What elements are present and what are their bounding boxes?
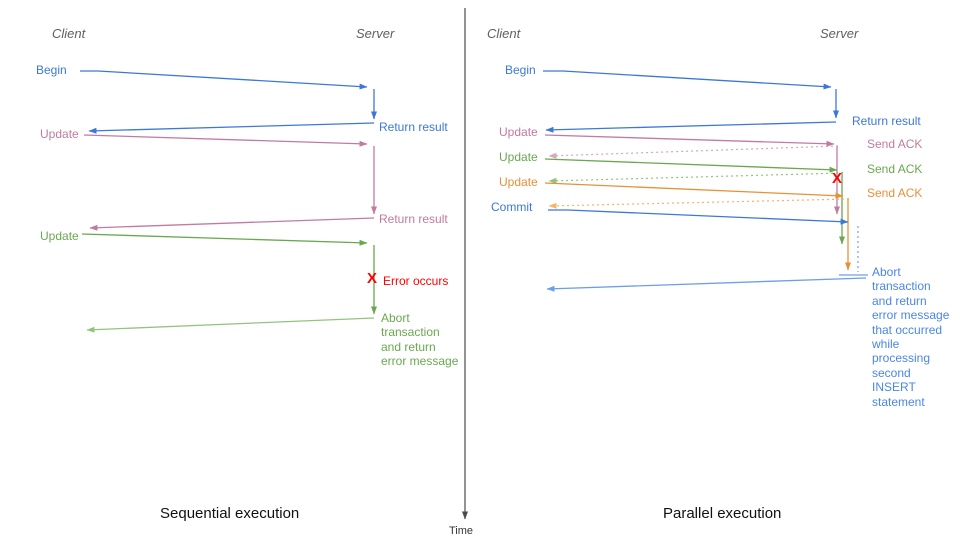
par-abort-return-arrow [546, 277, 867, 292]
par-update-2-label: Update [499, 150, 538, 164]
seq-return-result-1-label: Return result [379, 120, 448, 134]
par-send-ack-2-label: Send ACK [867, 162, 923, 176]
par-commit-request-arrow [548, 209, 849, 225]
seq-begin-label: Begin [36, 63, 67, 77]
par-update-2-request-arrow [544, 158, 838, 173]
seq-server-header: Server [356, 26, 395, 41]
seq-abort-message-label: Abort transaction and return error messa… [381, 311, 459, 369]
par-server-header: Server [820, 26, 859, 41]
seq-update-1-request-arrow [83, 134, 368, 147]
seq-begin-request-arrow [80, 70, 368, 90]
par-return-result-arrow [545, 121, 837, 133]
par-ack-2-dotted-arrow [548, 172, 844, 184]
par-begin-label: Begin [505, 63, 536, 77]
par-begin-request-arrow [543, 70, 832, 90]
seq-panel-title: Sequential execution [160, 505, 300, 522]
par-return-result-label: Return result [852, 114, 921, 128]
par-commit-label: Commit [491, 200, 533, 214]
par-client-header: Client [487, 26, 521, 41]
par-update-1-label: Update [499, 125, 538, 139]
par-panel-title: Parallel execution [663, 505, 782, 522]
seq-return-result-2-label: Return result [379, 212, 448, 226]
seq-error-occurs-label: Error occurs [383, 274, 449, 288]
seq-update-2-label: Update [40, 229, 79, 243]
seq-error-x-mark: X [367, 270, 378, 287]
par-ack-1-dotted-arrow [548, 145, 839, 159]
par-send-ack-3-label: Send ACK [867, 186, 923, 200]
seq-client-header: Client [52, 26, 86, 41]
par-error-x-mark: X [832, 170, 843, 187]
seq-return-result-2-arrow [89, 217, 375, 231]
par-update-1-request-arrow [544, 134, 835, 147]
seq-abort-return-arrow [86, 317, 375, 333]
par-send-ack-1-label: Send ACK [867, 137, 923, 151]
seq-update-1-label: Update [40, 127, 79, 141]
par-update-3-label: Update [499, 175, 538, 189]
seq-update-2-request-arrow [81, 233, 368, 246]
time-axis-label: Time [449, 525, 474, 537]
seq-return-result-1-arrow [88, 122, 375, 134]
par-ack-3-dotted-arrow [548, 198, 850, 209]
par-update-3-request-arrow [544, 182, 844, 199]
par-abort-message-label: Abort transaction and return error messa… [872, 265, 950, 409]
